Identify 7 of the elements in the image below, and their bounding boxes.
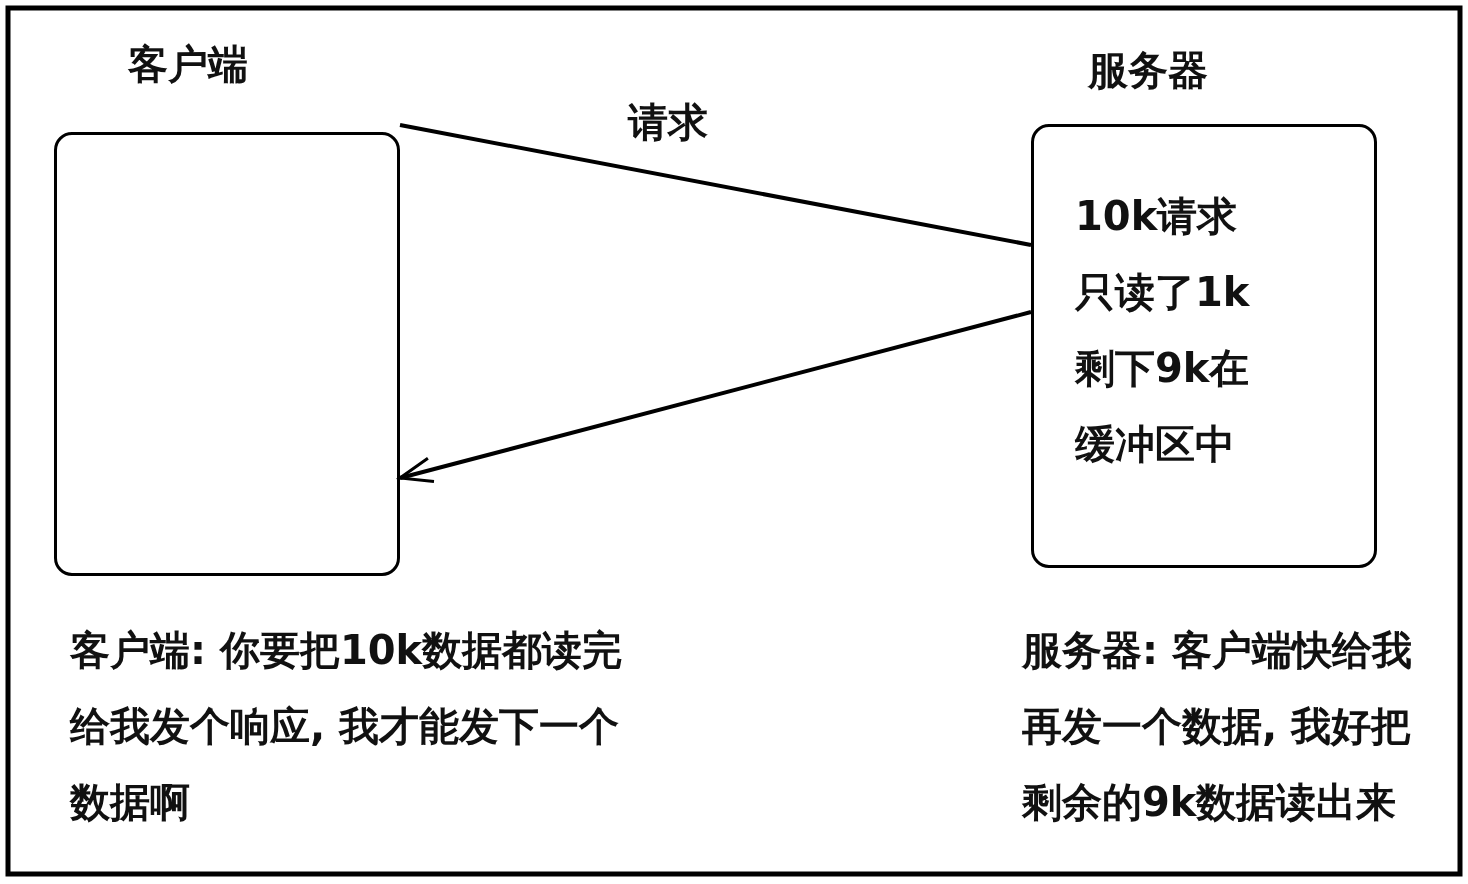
note-text: 客户端: 你要把10k数据都读完给我发个响应, 我才能发下一个数据啊	[70, 626, 624, 827]
node-heading: 服务器	[1088, 46, 1208, 94]
note-text: 服务器: 客户端快给我再发一个数据, 我好把剩余的9k数据读出来	[1022, 626, 1413, 827]
box-text: 10k请求只读了1k剩下9k在缓冲区中	[1075, 192, 1251, 469]
node-heading: 客户端	[128, 40, 248, 88]
connector-line	[399, 123, 1032, 247]
arrow	[398, 310, 1032, 483]
